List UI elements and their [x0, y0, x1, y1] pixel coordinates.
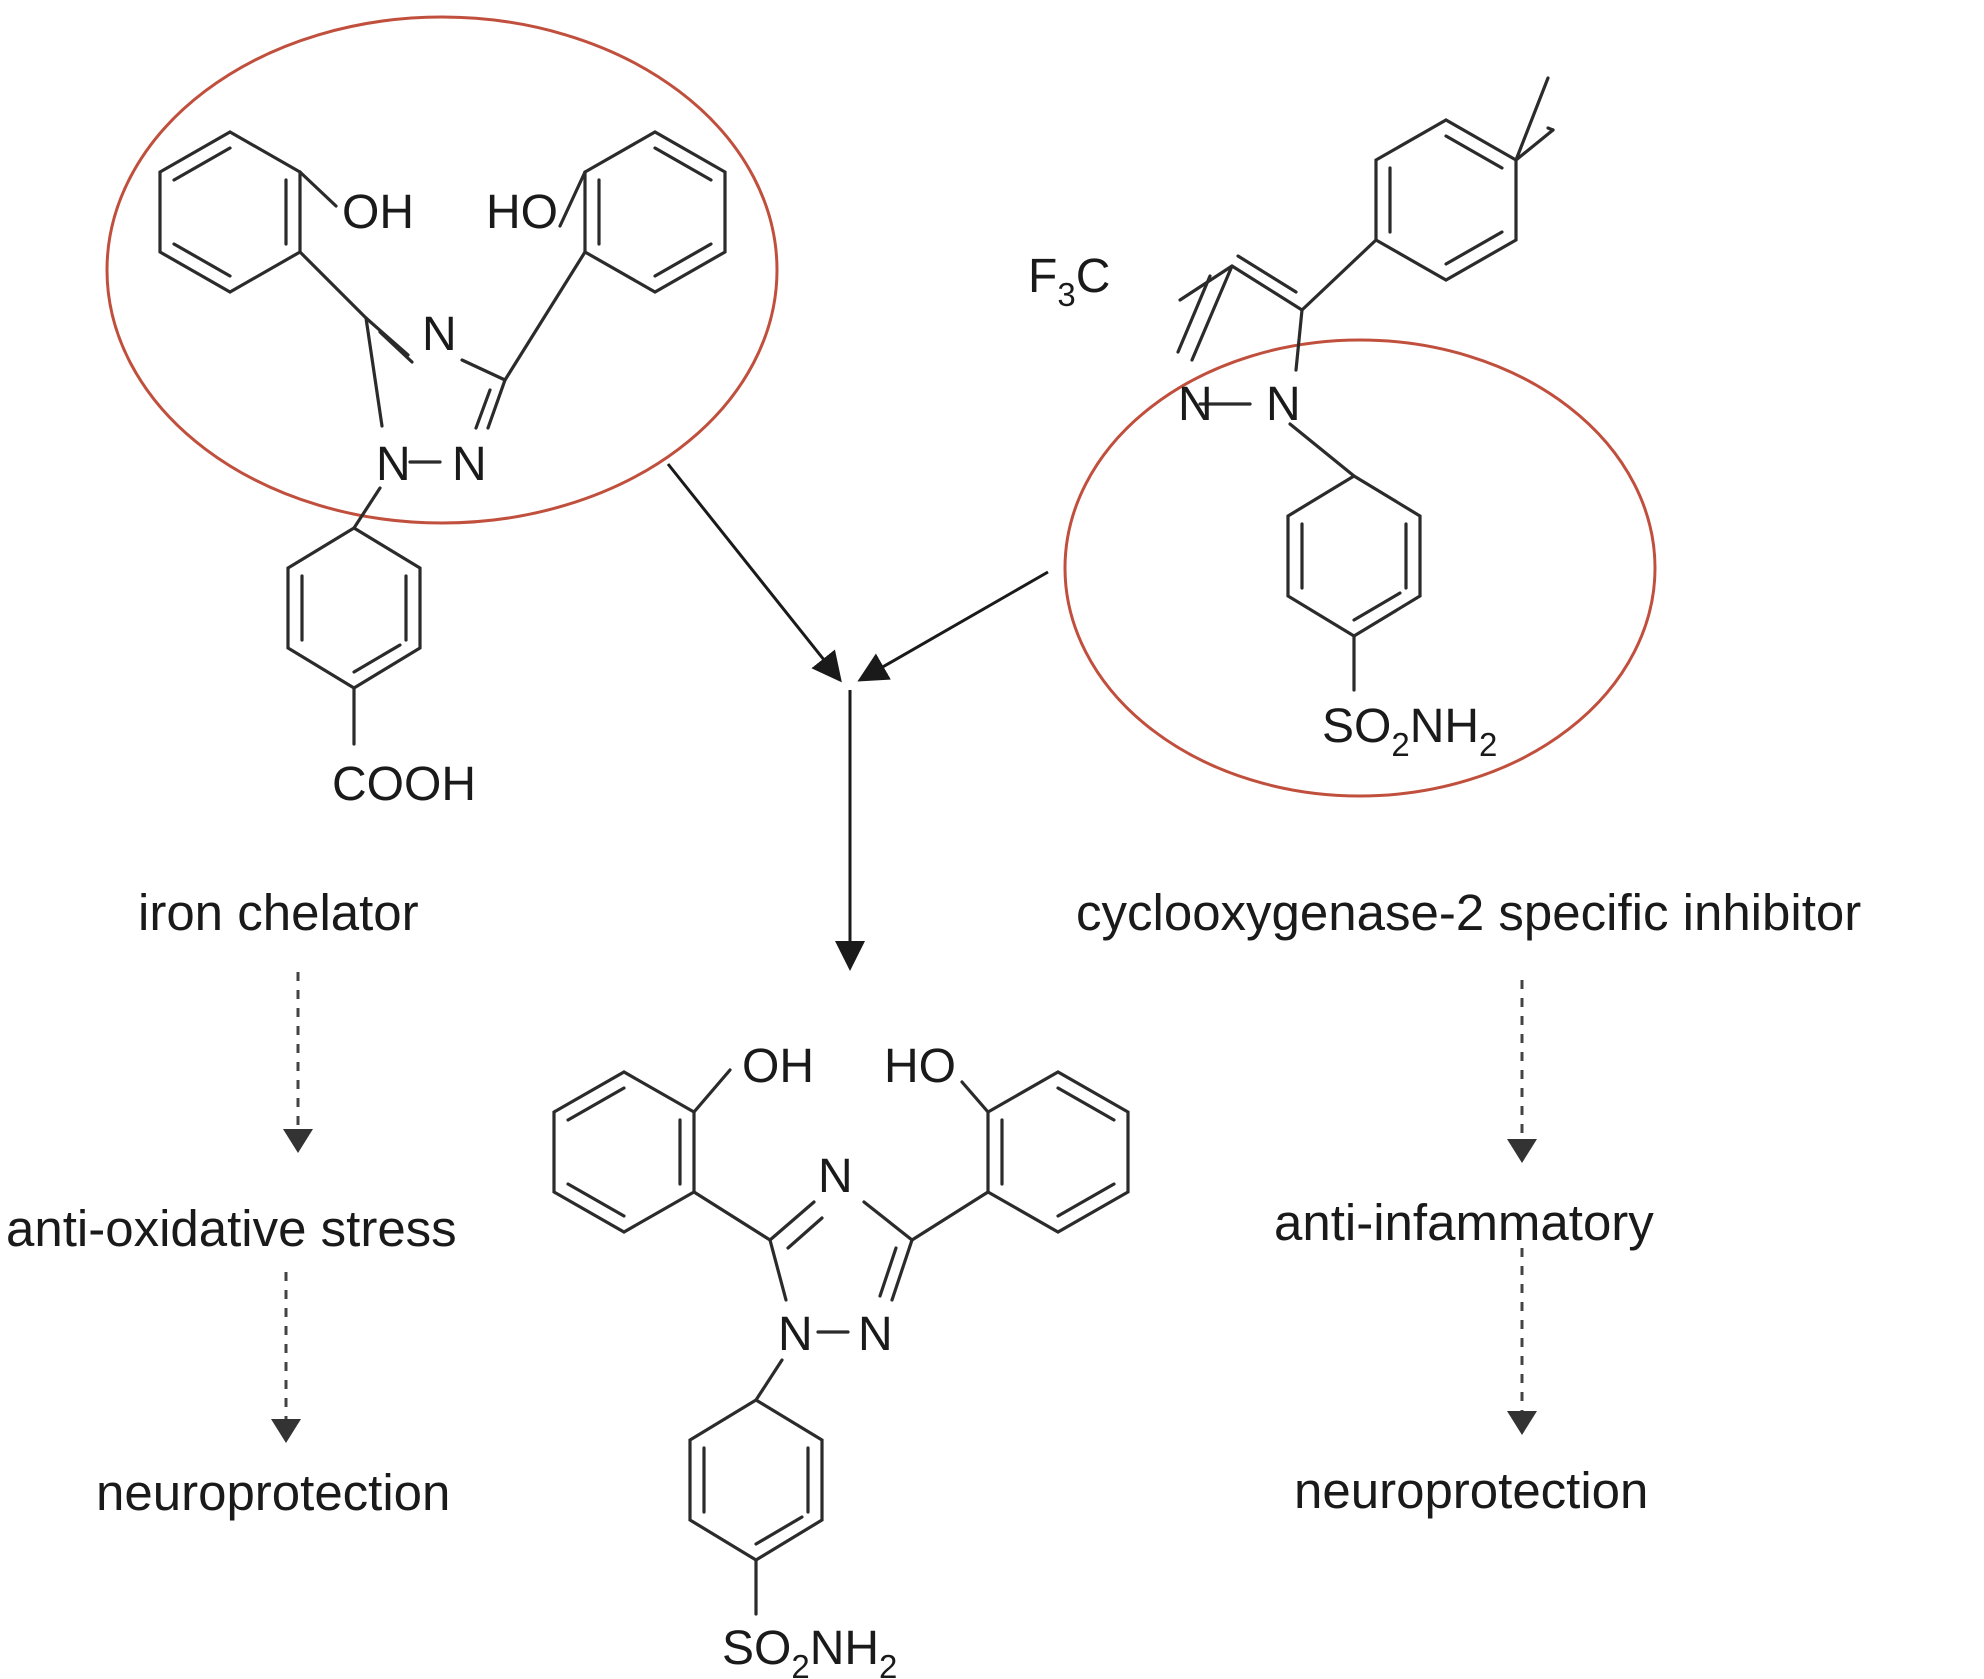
trifluoromethyl-label: F3C [1028, 250, 1110, 313]
pyrazole-n1-label: N [1266, 378, 1301, 431]
hybrid-right-hydroxyl-label: HO [884, 1040, 956, 1093]
chelating-moiety-highlight [105, 15, 779, 525]
pyrazole-ring [1176, 238, 1378, 478]
sulfonamide-moiety-highlight [1063, 338, 1657, 798]
hybrid-left-hydroxyl-label: OH [742, 1040, 814, 1093]
triazole-ring [352, 316, 507, 530]
triazole-n1-label: N [376, 438, 411, 491]
left-hydroxyl-label: OH [342, 186, 414, 239]
hybrid-triazole-n2-label: N [858, 1308, 893, 1361]
hybrid-right-phenol-ring [910, 1070, 1130, 1242]
left-pathway: iron chelator anti-oxidative stress neur… [6, 884, 457, 1521]
right-neuroprotection-label: neuroprotection [1294, 1462, 1648, 1519]
right-hydroxyl-label: HO [486, 186, 558, 239]
benzenesulfonamide-ring [1286, 474, 1422, 692]
hybrid-compound-structure: OH HO N N N [552, 1040, 1130, 1679]
triazole-n4-label: N [422, 308, 457, 361]
hybrid-triazole-ring [754, 1200, 914, 1402]
right-pathway: cyclooxygenase-2 specific inhibitor anti… [1076, 884, 1861, 1519]
hybrid-left-phenol-ring [552, 1068, 772, 1242]
right-merge-arrow [857, 570, 1049, 682]
left-neuroprotection-label: neuroprotection [96, 1464, 450, 1521]
merge-arrows [666, 463, 1049, 971]
triazole-n2-label: N [452, 438, 487, 491]
left-phenol-ring [158, 130, 368, 320]
anti-oxidative-stress-label: anti-oxidative stress [6, 1200, 457, 1257]
left-merge-arrow [666, 463, 842, 683]
hybrid-triazole-n4-label: N [818, 1150, 853, 1203]
hybrid-sulfonamide-label: SO2NH2 [722, 1622, 897, 1679]
hybrid-triazole-n1-label: N [778, 1308, 813, 1361]
pyrazole-n2-label: N [1178, 378, 1213, 431]
deferasirox-structure: OH HO N N N [105, 15, 779, 811]
right-phenol-ring [503, 130, 727, 382]
carboxylic-acid-label: COOH [332, 758, 476, 811]
iron-chelator-label: iron chelator [138, 884, 419, 941]
sulfonamide-label: SO2NH2 [1322, 700, 1497, 763]
cox2-inhibitor-label: cyclooxygenase-2 specific inhibitor [1076, 884, 1861, 941]
benzoic-acid-ring [286, 526, 422, 746]
anti-inflammatory-label: anti-infammatory [1274, 1194, 1654, 1251]
hybrid-benzenesulfonamide-ring [688, 1398, 824, 1616]
tolyl-ring [1374, 76, 1555, 282]
celecoxib-structure: F3C N N SO2NH2 [1028, 76, 1657, 798]
